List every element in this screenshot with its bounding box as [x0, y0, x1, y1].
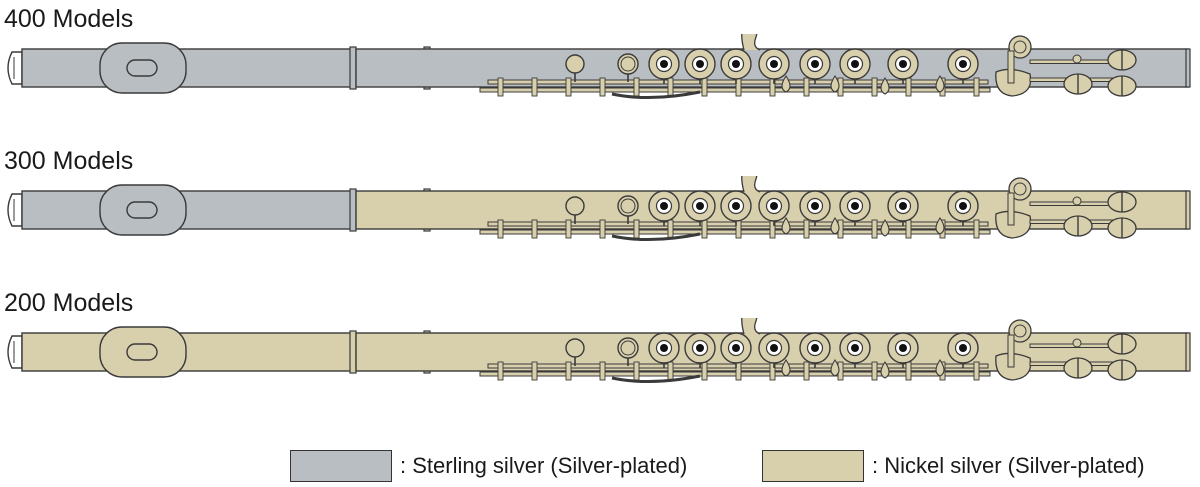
headjoint-tube — [21, 48, 353, 88]
key-rod — [479, 87, 991, 93]
key-post — [803, 219, 810, 239]
key-post — [633, 219, 640, 239]
foot-end — [1185, 48, 1191, 88]
touch-piece — [935, 75, 945, 93]
foot-post — [1072, 338, 1082, 348]
touch-piece — [935, 359, 945, 377]
key-post — [497, 77, 504, 97]
thumb-lever — [611, 90, 701, 100]
touch-piece — [781, 217, 791, 235]
crown-cap — [7, 193, 23, 227]
key-cup — [565, 338, 585, 358]
crown-cap — [7, 51, 23, 85]
model-400: 400 Models — [0, 4, 1200, 124]
key-post — [905, 219, 912, 239]
touch-piece — [830, 75, 840, 93]
key-post — [871, 77, 878, 97]
model-300: 300 Models — [0, 146, 1200, 266]
key-post — [599, 77, 606, 97]
key-post — [599, 219, 606, 239]
key-mechanism — [479, 176, 1137, 242]
key-post — [871, 361, 878, 381]
bb-lever — [741, 176, 761, 193]
key-post — [803, 77, 810, 97]
embouchure-hole — [126, 59, 158, 77]
key-post — [905, 361, 912, 381]
touch-piece — [880, 77, 890, 95]
embouchure-hole — [126, 201, 158, 219]
model-title: 300 Models — [4, 147, 134, 175]
touch-piece — [781, 75, 791, 93]
embouchure-hole — [126, 343, 158, 361]
key-post — [1007, 50, 1015, 84]
key-post — [973, 219, 980, 239]
key-post — [701, 77, 708, 97]
sterling-label: : Sterling silver (Silver-plated) — [400, 453, 688, 478]
key-post — [565, 219, 572, 239]
key-post — [565, 361, 572, 381]
tenon-ring — [349, 330, 357, 374]
thumb-lever — [611, 374, 701, 384]
key-post — [973, 361, 980, 381]
key-rod — [479, 229, 991, 235]
key-post — [973, 77, 980, 97]
legend-nickel: : Nickel silver (Silver-plated) — [762, 448, 1145, 484]
key-post — [531, 361, 538, 381]
key-post — [633, 77, 640, 97]
touch-piece — [880, 361, 890, 379]
key-post — [1007, 192, 1015, 226]
thumb-lever — [611, 232, 701, 242]
foot-post — [1072, 196, 1082, 206]
flute-diagram — [7, 176, 1191, 242]
foot-end — [1185, 190, 1191, 230]
key-post — [531, 219, 538, 239]
flute-diagram — [7, 34, 1191, 100]
flute-diagram — [7, 318, 1191, 384]
key-post — [803, 361, 810, 381]
key-cup — [565, 196, 585, 216]
key-post — [667, 77, 674, 97]
model-title: 400 Models — [4, 5, 134, 33]
key-post — [497, 219, 504, 239]
key-post — [565, 77, 572, 97]
key-cup — [565, 54, 585, 74]
model-200: 200 Models — [0, 288, 1200, 408]
key-post — [497, 361, 504, 381]
key-post — [701, 361, 708, 381]
nickel-label: : Nickel silver (Silver-plated) — [872, 453, 1145, 478]
key-post — [531, 77, 538, 97]
key-post — [667, 361, 674, 381]
key-post — [667, 219, 674, 239]
headjoint-tube — [21, 332, 353, 372]
tenon-ring — [349, 188, 357, 232]
key-rod — [479, 371, 991, 377]
key-post — [905, 77, 912, 97]
touch-piece — [880, 219, 890, 237]
sterling-swatch — [290, 450, 392, 482]
bb-lever — [741, 318, 761, 335]
nickel-swatch — [762, 450, 864, 482]
key-mechanism — [479, 34, 1137, 100]
tenon-ring — [349, 46, 357, 90]
key-post — [701, 219, 708, 239]
key-post — [871, 219, 878, 239]
legend-sterling: : Sterling silver (Silver-plated) — [290, 448, 687, 484]
touch-piece — [781, 359, 791, 377]
touch-piece — [935, 217, 945, 235]
headjoint-tube — [21, 190, 353, 230]
key-post — [1007, 334, 1015, 368]
crown-cap — [7, 335, 23, 369]
key-mechanism — [479, 318, 1137, 384]
key-post — [633, 361, 640, 381]
bb-lever — [741, 34, 761, 51]
foot-post — [1072, 54, 1082, 64]
touch-piece — [830, 217, 840, 235]
model-title: 200 Models — [4, 289, 134, 317]
foot-end — [1185, 332, 1191, 372]
touch-piece — [830, 359, 840, 377]
key-post — [599, 361, 606, 381]
